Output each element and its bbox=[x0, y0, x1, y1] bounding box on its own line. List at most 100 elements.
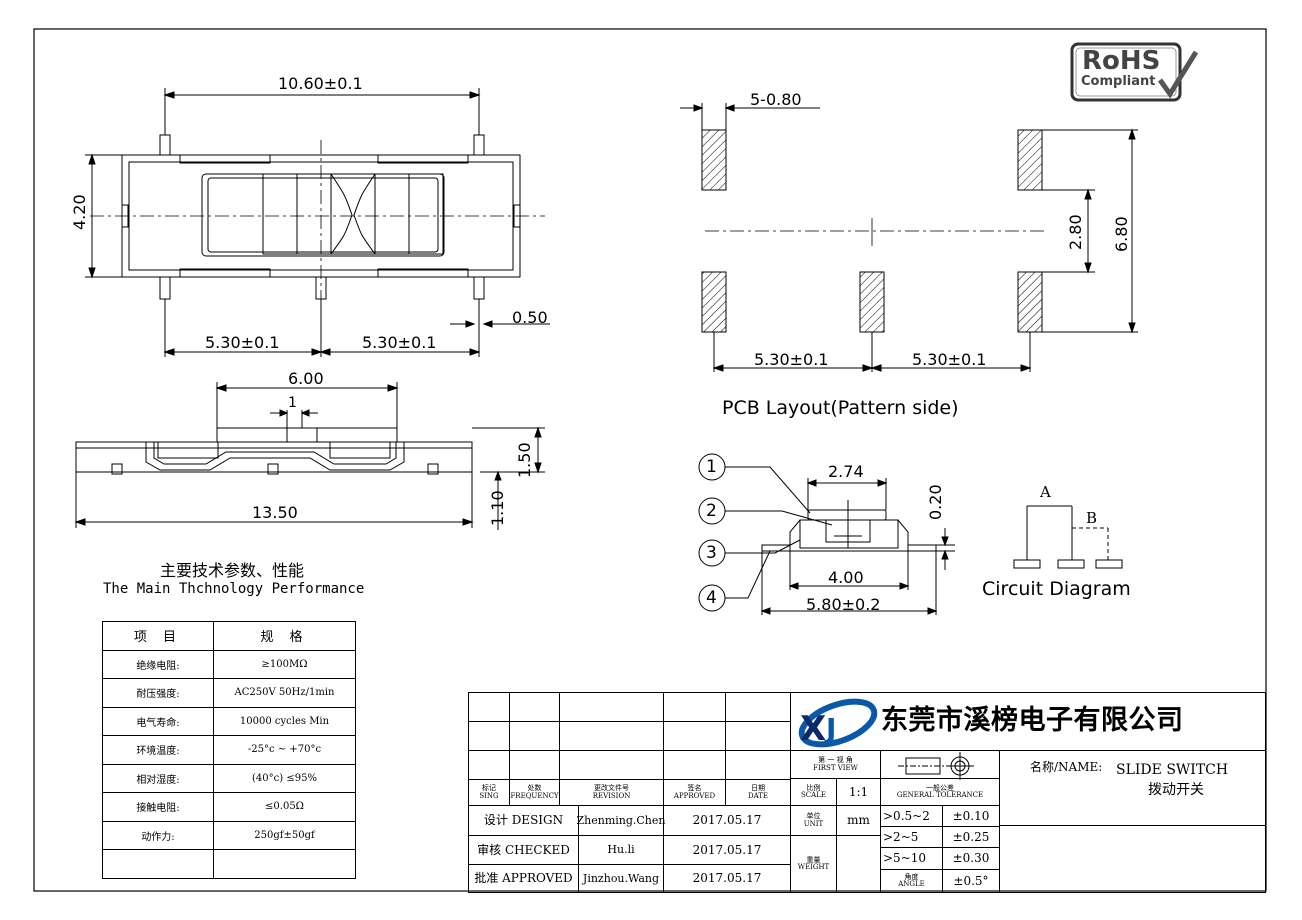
rev-cell bbox=[663, 692, 726, 722]
approved-label: 批准 APPROVED bbox=[468, 864, 579, 893]
side-view bbox=[74, 382, 545, 530]
header-revision-en: REVISION bbox=[592, 791, 631, 800]
dim-top-half-right: 5.30±0.1 bbox=[362, 333, 437, 352]
table-row: 耐压强度:AC250V 50Hz/1min bbox=[102, 678, 356, 708]
company-logo: X J bbox=[798, 698, 878, 749]
header-mark-cn: 标记 bbox=[482, 784, 496, 793]
approved-date: 2017.05.17 bbox=[663, 864, 791, 893]
performance-title-en: The Main Thchnology Performance bbox=[103, 581, 365, 597]
header-count-en: FREQUENCY bbox=[510, 791, 559, 800]
dim-section-mid: 4.00 bbox=[828, 568, 864, 587]
circuit-diagram bbox=[1013, 505, 1123, 569]
scale-value: 1:1 bbox=[836, 778, 881, 806]
dim-section-total: 5.80±0.2 bbox=[806, 595, 881, 614]
callout-2: 2 bbox=[706, 501, 717, 521]
general-tolerance-cn: 一般公差 bbox=[926, 783, 954, 792]
dim-side-height: 1.50 bbox=[515, 442, 534, 478]
checked-label: 审核 CHECKED bbox=[468, 835, 579, 865]
angle-en: ANGLE bbox=[898, 880, 925, 888]
circuit-diagram-label: Circuit Diagram bbox=[982, 578, 1131, 600]
spec-cell: AC250V 50Hz/1min bbox=[213, 678, 356, 708]
rev-cell bbox=[509, 721, 560, 751]
dim-top-half-left: 5.30±0.1 bbox=[205, 333, 280, 352]
dim-side-length: 13.50 bbox=[252, 503, 298, 522]
item-cell: 耐压强度: bbox=[102, 678, 214, 708]
rev-cell bbox=[468, 750, 510, 780]
weight-cn: 重量 bbox=[806, 855, 821, 864]
spec-cell: ≤0.05Ω bbox=[213, 792, 356, 822]
svg-text:J: J bbox=[824, 712, 836, 745]
tolerance-value: ±0.30 bbox=[942, 847, 1000, 870]
circuit-label-b: B bbox=[1086, 509, 1098, 527]
tolerance-value: ±0.10 bbox=[942, 805, 1000, 827]
first-view-cn: 第 一 视 角 bbox=[818, 756, 853, 765]
dim-top-width: 10.60±0.1 bbox=[278, 74, 363, 93]
approved-name: Jinzhou.Wang bbox=[578, 864, 664, 893]
rev-cell bbox=[559, 750, 664, 780]
company-name-cell: 东莞市溪榜电子有限公司 bbox=[790, 692, 1266, 751]
company-name: 东莞市溪榜电子有限公司 bbox=[881, 705, 1184, 737]
scale-en: SCALE bbox=[801, 791, 826, 799]
rohs-compliant-text: Compliant bbox=[1081, 74, 1156, 89]
design-label: 设计 DESIGN bbox=[468, 805, 579, 836]
table-row: 绝缘电阻:≥100MΩ bbox=[102, 649, 356, 679]
top-view bbox=[85, 88, 550, 357]
weight-en: WEIGHT bbox=[797, 863, 830, 871]
callout-3: 3 bbox=[706, 543, 717, 563]
rev-cell bbox=[509, 692, 560, 722]
table-row: 动作力:250gf±50gf bbox=[102, 820, 356, 850]
table-row bbox=[102, 849, 356, 879]
checked-name: Hu.li bbox=[578, 835, 664, 865]
spec-cell: 250gf±50gf bbox=[213, 820, 356, 850]
tolerance-value: ±0.25 bbox=[942, 826, 1000, 848]
rev-cell bbox=[559, 721, 664, 751]
rev-cell bbox=[725, 750, 791, 780]
item-cell: 接触电阻: bbox=[102, 792, 214, 822]
section-view bbox=[698, 453, 955, 615]
header-date-en: DATE bbox=[747, 791, 769, 800]
name-cn: 拨动开关 bbox=[1148, 782, 1204, 798]
dim-side-leg: 1.10 bbox=[488, 490, 507, 526]
pcb-layout bbox=[680, 103, 1138, 372]
weight-value bbox=[836, 835, 881, 893]
header-date-cn: 日期 bbox=[751, 784, 765, 793]
item-cell: 电气寿命: bbox=[102, 706, 214, 736]
dim-pcb-half-right: 5.30±0.1 bbox=[912, 350, 987, 369]
unit-en: UNIT bbox=[803, 819, 824, 828]
performance-title-cn: 主要技术参数、性能 bbox=[160, 561, 305, 580]
spec-cell: 10000 cycles Min bbox=[213, 706, 356, 736]
dim-pcb-inner: 2.80 bbox=[1066, 214, 1085, 250]
tolerance-range: >5~10 bbox=[880, 847, 943, 870]
dim-top-pin: 0.50 bbox=[512, 308, 548, 327]
callout-4: 4 bbox=[706, 588, 717, 608]
general-tolerance-en: GENERAL TOLERANCE bbox=[896, 791, 984, 799]
svg-text:X: X bbox=[800, 709, 826, 749]
dim-pcb-pad: 5-0.80 bbox=[750, 90, 802, 109]
dim-pcb-outer: 6.80 bbox=[1112, 216, 1131, 252]
dim-side-knob: 6.00 bbox=[288, 369, 324, 388]
dim-section-gap: 0.20 bbox=[926, 484, 945, 520]
rohs-logo bbox=[1070, 42, 1199, 102]
spec-cell: (40°c) ≤95% bbox=[213, 763, 356, 793]
first-view-symbol-cell bbox=[880, 750, 1000, 779]
dim-section-top: 2.74 bbox=[828, 462, 864, 481]
rev-cell bbox=[663, 721, 726, 751]
table-row: 环境温度:-25°c ~ +70°c bbox=[102, 735, 356, 765]
name-cell: 名称/NAME: SLIDE SWITCH 拨动开关 bbox=[999, 750, 1266, 826]
unit-cn: 单位 bbox=[806, 812, 821, 821]
item-cell: 环境温度: bbox=[102, 735, 214, 765]
rev-cell bbox=[509, 750, 560, 780]
name-lower-cell bbox=[999, 825, 1266, 893]
tolerance-range: >2~5 bbox=[880, 826, 943, 848]
checked-date: 2017.05.17 bbox=[663, 835, 791, 865]
spec-cell: ≥100MΩ bbox=[213, 649, 356, 679]
rohs-text: RoHS bbox=[1082, 46, 1161, 76]
